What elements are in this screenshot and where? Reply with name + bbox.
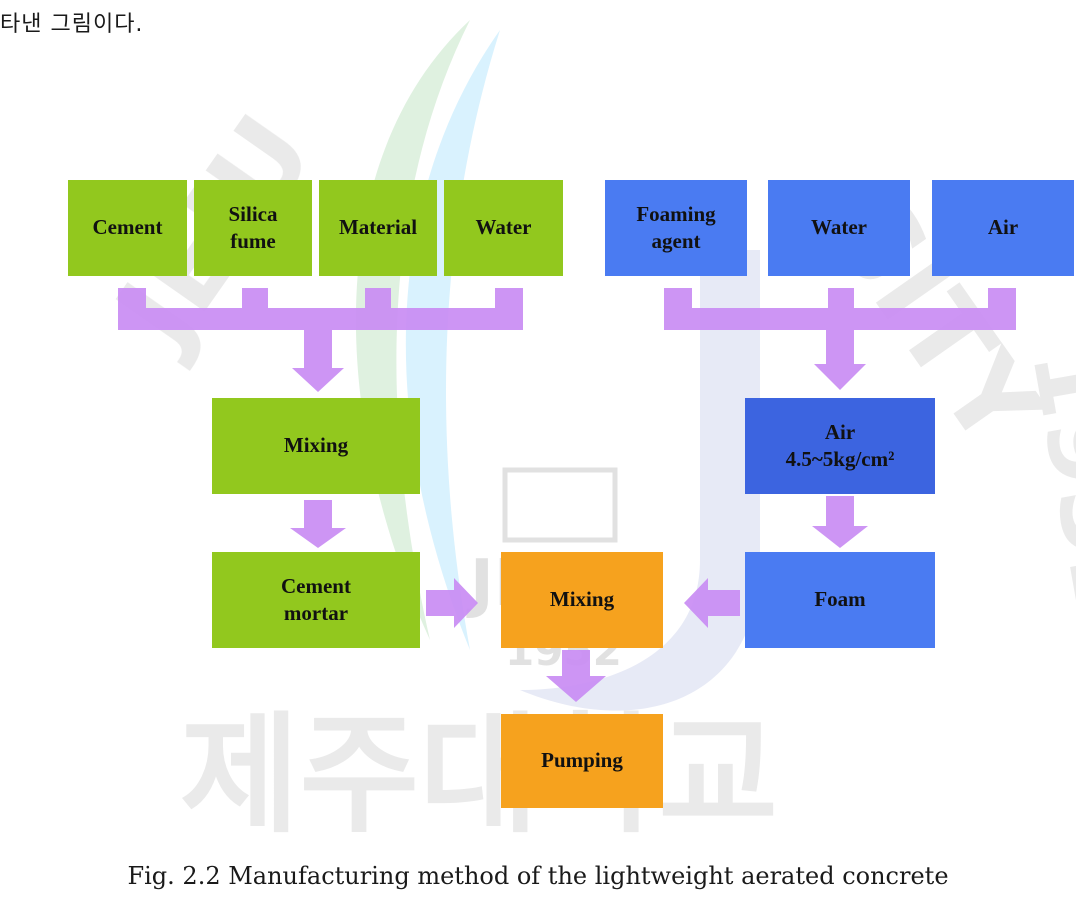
connector-air-down — [826, 496, 854, 528]
cement-mortar-label-line1: Cement — [281, 573, 351, 598]
air-pressure-label-line2: 4.5~5kg/cm² — [785, 447, 895, 471]
foam-label: Foam — [814, 587, 866, 612]
connector-mixing-down-center — [562, 650, 590, 678]
silica-fume-box: Silica fume — [194, 180, 312, 276]
intro-text: 타낸 그림이다. — [0, 12, 144, 37]
connector-right-stem — [826, 330, 854, 366]
mixing-left-box: Mixing — [212, 398, 420, 494]
water-left-label: Water — [475, 215, 532, 240]
air-label: Air — [987, 215, 1019, 240]
cement-label: Cement — [92, 215, 163, 240]
arrow-to-pumping — [546, 676, 606, 702]
arrow-to-mixing-center — [454, 578, 478, 628]
water-right-label: Water — [811, 215, 867, 240]
connector-mixing-down — [304, 500, 332, 530]
silica-fume-label-line2: fume — [230, 229, 276, 253]
pumping-label: Pumping — [541, 748, 623, 773]
arrow-to-mortar — [290, 528, 346, 548]
connector-left-bar — [118, 308, 523, 330]
cement-mortar-label-line2: mortar — [283, 601, 349, 625]
arrow-to-air-pressure — [814, 364, 866, 390]
cement-mortar-box: Cement mortar — [212, 552, 420, 648]
foaming-agent-box: Foaming agent — [605, 180, 747, 276]
figure-caption: Fig. 2.2 Manufacturing method of the lig… — [127, 862, 949, 890]
mixing-center-label: Mixing — [549, 587, 615, 612]
arrow-foam-to-mixing — [684, 578, 708, 628]
water-left-box: Water — [444, 180, 563, 276]
air-pressure-box: Air 4.5~5kg/cm² — [745, 398, 935, 494]
foaming-agent-label-line1: Foaming — [636, 201, 716, 226]
arrow-to-foam — [812, 526, 868, 548]
connector-foam-left — [706, 590, 740, 616]
air-box: Air — [932, 180, 1074, 276]
connector-right-bar — [664, 308, 1016, 330]
foaming-agent-label-line2: agent — [651, 229, 701, 253]
foam-box: Foam — [745, 552, 935, 648]
air-pressure-label-line1: Air — [824, 419, 856, 444]
connector-left-stem — [304, 330, 332, 368]
silica-fume-label-line1: Silica — [228, 201, 278, 226]
cement-box: Cement — [68, 180, 187, 276]
mixing-center-box: Mixing — [501, 552, 663, 648]
material-box: Material — [319, 180, 437, 276]
material-label: Material — [338, 215, 418, 240]
mixing-left-label: Mixing — [283, 433, 349, 458]
pumping-box: Pumping — [501, 714, 663, 808]
connector-mortar-right — [426, 590, 456, 616]
arrow-to-mixing-left — [292, 368, 344, 392]
water-right-box: Water — [768, 180, 910, 276]
